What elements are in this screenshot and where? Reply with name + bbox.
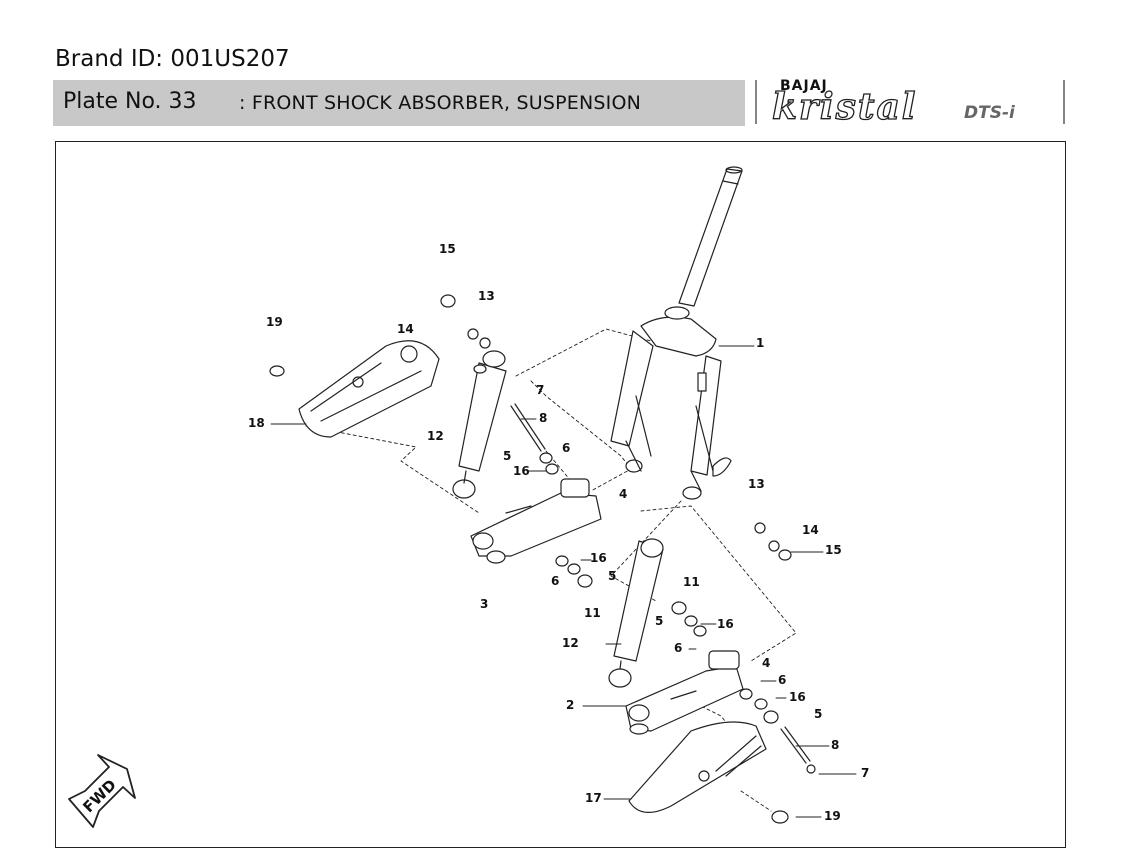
part-label: 16 [590,551,607,565]
steering-stem [678,166,743,307]
guard-right [628,721,767,813]
part-label: 13 [748,477,765,491]
exploded-diagram [55,141,1066,848]
part-label: 7 [536,383,545,397]
swing-arm-right [625,650,744,735]
plate-number: Plate No. 33 [63,89,197,114]
part-label: 1 [756,336,765,350]
bajaj-kristal-logo: BAJAJ kristal DTS-i [752,78,1067,129]
fork-bridge [610,306,732,500]
part-label: 8 [831,738,840,752]
part-label: 12 [562,636,579,650]
part-label: 16 [789,690,806,704]
part-label: 6 [551,574,560,588]
part-label: 19 [266,315,283,329]
part-label: 15 [825,543,842,557]
part-label: 18 [248,416,265,430]
logo-brand: BAJAJ [780,78,828,94]
part-label: 13 [478,289,495,303]
shock-absorber-right [608,538,664,688]
suspension-drawing [68,166,857,828]
part-label: 8 [539,411,548,425]
part-label: 4 [762,656,771,670]
part-label: 4 [619,487,628,501]
plate-title-bar: Plate No. 33 : FRONT SHOCK ABSORBER, SUS… [53,80,745,126]
part-label: 17 [585,791,602,805]
part-label: 5 [503,449,512,463]
part-label: 6 [778,673,787,687]
fasteners-lower [671,601,816,824]
brand-id: Brand ID: 001US207 [55,46,290,72]
part-label: 16 [717,617,734,631]
part-label: 3 [480,597,489,611]
part-label: 2 [566,698,575,712]
leader-lines [270,345,857,818]
part-label: 15 [439,242,456,256]
part-label: 11 [683,575,700,589]
part-label: 14 [802,523,819,537]
part-label: 6 [674,641,683,655]
part-label: 16 [513,464,530,478]
fasteners-upper [440,294,792,588]
part-label: 6 [562,441,571,455]
part-label: 11 [584,606,601,620]
part-label: 7 [861,766,870,780]
part-label: 5 [655,614,664,628]
part-label: 5 [814,707,823,721]
fwd-arrow-icon [68,754,136,828]
part-label: 14 [397,322,414,336]
logo-variant: DTS-i [964,103,1015,123]
swing-arm-left [470,478,602,564]
plate-title: : FRONT SHOCK ABSORBER, SUSPENSION [239,92,642,114]
part-label: 19 [824,809,841,823]
guard-left [269,340,440,438]
part-label: 5 [608,569,617,583]
logo-model: kristal [771,85,918,128]
part-label: 12 [427,429,444,443]
shock-absorber-left [452,350,507,499]
